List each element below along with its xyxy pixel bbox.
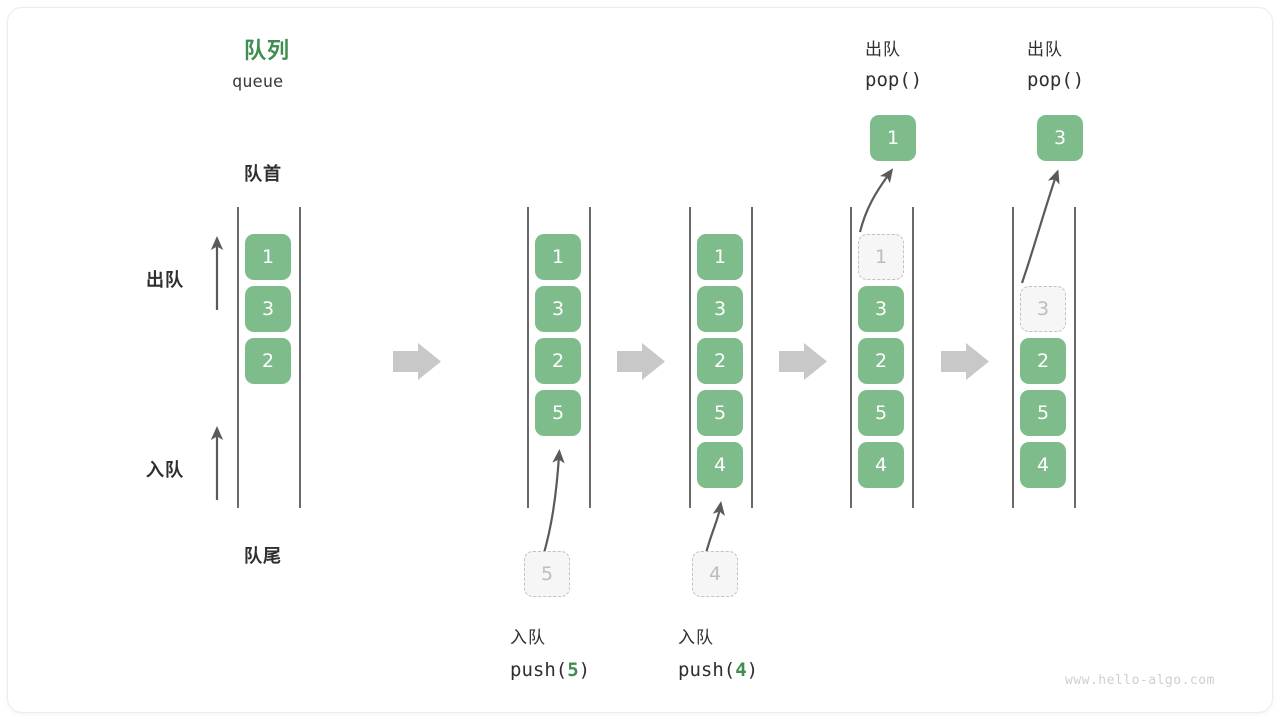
push5-op-label: 入队 bbox=[510, 628, 546, 648]
cell-pop1-3: 5 bbox=[858, 390, 904, 436]
cell-push5-2: 2 bbox=[535, 338, 581, 384]
incoming-cell-push4: 4 bbox=[692, 551, 738, 597]
rail-pop1-left bbox=[850, 207, 852, 508]
popped-cell-1: 1 bbox=[870, 115, 916, 161]
cell-initial-0: 1 bbox=[245, 234, 291, 280]
page-title-en: queue bbox=[232, 72, 284, 92]
cell-pop3-1: 2 bbox=[1020, 338, 1066, 384]
rail-pop3-right bbox=[1074, 207, 1076, 508]
cell-push4-0: 1 bbox=[697, 234, 743, 280]
cell-push4-1: 3 bbox=[697, 286, 743, 332]
step-arrow-3 bbox=[779, 343, 827, 380]
queue-tail-label: 队尾 bbox=[244, 546, 282, 567]
push-arrow-4 bbox=[704, 501, 725, 554]
cell-pop1-2: 2 bbox=[858, 338, 904, 384]
push4-code-value: 4 bbox=[735, 659, 747, 681]
cell-push5-0: 1 bbox=[535, 234, 581, 280]
pop1-op-label: 出队 bbox=[865, 40, 901, 60]
rail-pop3-left bbox=[1012, 207, 1014, 508]
pop3-code-suffix: ) bbox=[1072, 69, 1085, 91]
pop-arrow-1 bbox=[858, 168, 894, 233]
cell-pop1-1: 3 bbox=[858, 286, 904, 332]
push5-op-code: push(5) bbox=[510, 659, 590, 681]
pop3-code-prefix: pop( bbox=[1027, 69, 1073, 91]
pop3-op-code: pop() bbox=[1027, 69, 1084, 91]
rail-initial-left bbox=[237, 207, 239, 508]
rail-pop1-right bbox=[912, 207, 914, 508]
enqueue-side-label: 入队 bbox=[146, 460, 184, 481]
watermark: www.hello-algo.com bbox=[1065, 673, 1215, 688]
cell-push4-4: 4 bbox=[697, 442, 743, 488]
cell-push5-1: 3 bbox=[535, 286, 581, 332]
step-arrow-4 bbox=[941, 343, 989, 380]
push5-code-value: 5 bbox=[567, 659, 579, 681]
dequeue-side-label: 出队 bbox=[146, 270, 184, 291]
cell-pop3-0: 3 bbox=[1020, 286, 1066, 332]
cell-initial-2: 2 bbox=[245, 338, 291, 384]
push-arrow-5 bbox=[542, 448, 565, 554]
push4-code-suffix: ) bbox=[746, 659, 759, 681]
pop3-op-label: 出队 bbox=[1027, 40, 1063, 60]
rail-push5-right bbox=[589, 207, 591, 508]
push4-op-code: push(4) bbox=[678, 659, 758, 681]
cell-push5-3: 5 bbox=[535, 390, 581, 436]
cell-pop3-2: 5 bbox=[1020, 390, 1066, 436]
pop-arrow-3 bbox=[1020, 169, 1060, 284]
step-arrow-1 bbox=[393, 343, 441, 380]
rail-push5-left bbox=[527, 207, 529, 508]
push4-op-label: 入队 bbox=[678, 628, 714, 648]
rail-initial-right bbox=[299, 207, 301, 508]
step-arrow-2 bbox=[617, 343, 665, 380]
cell-pop1-4: 4 bbox=[858, 442, 904, 488]
incoming-cell-push5: 5 bbox=[524, 551, 570, 597]
page-title-cn: 队列 bbox=[244, 39, 291, 64]
queue-head-label: 队首 bbox=[244, 164, 282, 185]
rail-push4-right bbox=[751, 207, 753, 508]
popped-cell-3: 3 bbox=[1037, 115, 1083, 161]
rail-push4-left bbox=[689, 207, 691, 508]
cell-push4-3: 5 bbox=[697, 390, 743, 436]
pop1-code-prefix: pop( bbox=[865, 69, 911, 91]
pop1-op-code: pop() bbox=[865, 69, 922, 91]
cell-initial-1: 3 bbox=[245, 286, 291, 332]
push4-code-prefix: push( bbox=[678, 659, 736, 681]
push5-code-suffix: ) bbox=[578, 659, 591, 681]
pop1-code-suffix: ) bbox=[910, 69, 923, 91]
cell-pop1-0: 1 bbox=[858, 234, 904, 280]
push5-code-prefix: push( bbox=[510, 659, 568, 681]
cell-push4-2: 2 bbox=[697, 338, 743, 384]
cell-pop3-3: 4 bbox=[1020, 442, 1066, 488]
